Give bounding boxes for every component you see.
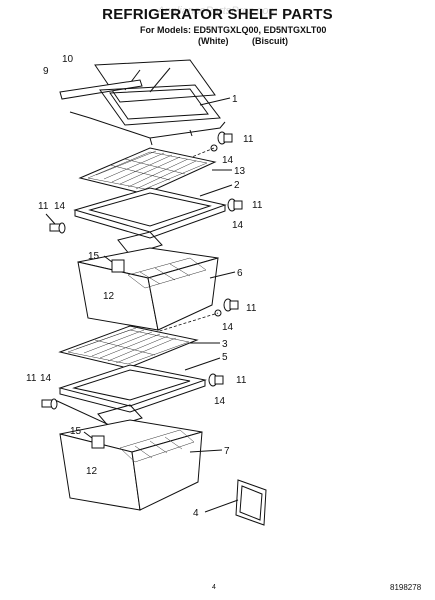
shelf-support-part-11 <box>217 131 233 145</box>
callout-14-top: 14 <box>222 155 234 166</box>
crisper-cover-frame-part-2 <box>73 187 227 256</box>
lower-right-support-part-11 <box>208 373 224 387</box>
callout-14-lower-left: 14 <box>40 373 52 384</box>
lower-left-support-part-11 <box>41 398 58 410</box>
callout-13: 13 <box>234 166 246 177</box>
page-number: 4 <box>212 584 216 591</box>
callout-5: 5 <box>222 352 228 363</box>
callout-14-drawer: 14 <box>222 322 234 333</box>
callout-14-lower-right: 14 <box>214 396 226 407</box>
crisper-cover-insert-part-13 <box>78 147 217 195</box>
callout-1: 1 <box>232 94 238 105</box>
crisper-drawer-part-6 <box>77 247 219 331</box>
watermark-text: AppliancePartsPros.com <box>157 5 278 17</box>
models-line: For Models: ED5NTGXLQ00, ED5NTGXLT00 <box>140 25 327 35</box>
variant-biscuit-label: (Biscuit) <box>252 36 288 46</box>
callout-11-drawer: 11 <box>246 303 257 314</box>
variant-white-label: (White) <box>198 36 229 46</box>
right-support-part-11 <box>227 198 243 212</box>
callout-15-lower: 15 <box>70 426 82 437</box>
document-number: 8198278 <box>390 583 422 592</box>
callout-11-left: 11 <box>38 201 49 212</box>
callout-11-lower-left: 11 <box>26 373 37 384</box>
callout-2: 2 <box>234 180 240 191</box>
lower-cover-frame-part-5 <box>54 364 207 431</box>
callout-4: 4 <box>193 508 199 519</box>
humidity-control-part-15 <box>103 255 125 273</box>
callout-6: 6 <box>237 268 243 279</box>
callout-15-upper: 15 <box>88 251 100 262</box>
page-title: REFRIGERATOR SHELF PARTS <box>102 6 333 23</box>
callout-7: 7 <box>224 446 230 457</box>
lower-cover-insert-part-3 <box>58 325 199 369</box>
glass-shelf-part-10 <box>94 59 216 103</box>
callout-11-top: 11 <box>243 134 254 145</box>
bracket-part-4 <box>204 479 267 526</box>
shelf-frame-part-1 <box>69 84 226 146</box>
drawer-support-part-11 <box>149 298 239 335</box>
lower-humidity-control-part-15 <box>83 431 105 449</box>
callout-12-upper: 12 <box>103 291 115 302</box>
callout-14-right: 14 <box>232 220 244 231</box>
callout-14-left: 14 <box>54 201 66 212</box>
callout-9: 9 <box>43 66 49 77</box>
callout-10: 10 <box>62 54 74 65</box>
callout-3: 3 <box>222 339 228 350</box>
left-support-part-11 <box>45 213 66 234</box>
callout-11-right: 11 <box>252 200 263 211</box>
lower-drawer-part-7 <box>59 419 203 511</box>
callout-11-lower-right: 11 <box>236 375 247 386</box>
callout-12-lower: 12 <box>86 466 98 477</box>
